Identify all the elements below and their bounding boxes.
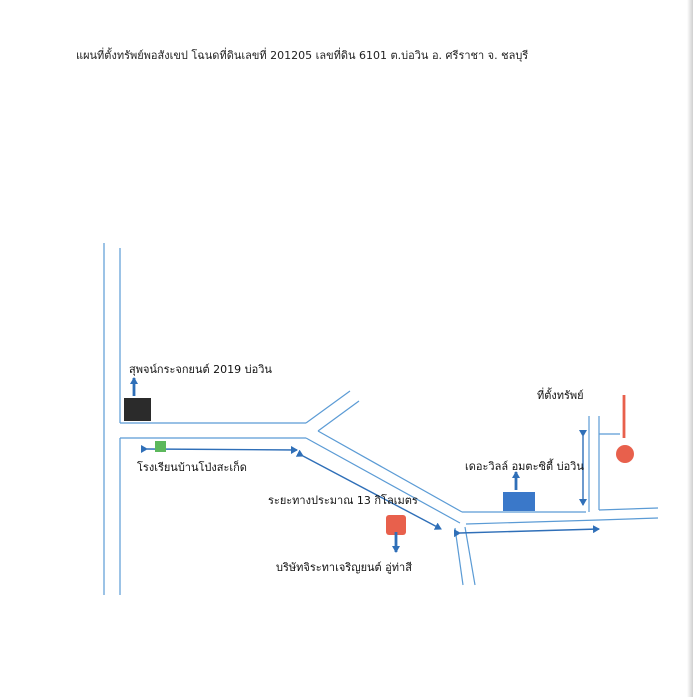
road-east-bottom-2 <box>598 517 659 521</box>
map-title: แผนที่ตั้งทรัพย์พอสังเขป โฉนดที่ดินเลขที… <box>76 49 529 62</box>
landmark-village-marker <box>503 492 535 511</box>
label-company: บริษัทจิระทาเจริญยนต์ อู่ท่าสี <box>276 561 412 574</box>
road-diagonal-1 <box>305 437 461 524</box>
direction-arrow-east <box>453 525 600 538</box>
label-distance: ระยะทางประมาณ 13 กิโลเมตร <box>268 494 418 507</box>
landmark-company-marker <box>386 515 406 535</box>
road-south-1 <box>454 527 464 586</box>
road-south-2 <box>464 526 476 586</box>
landmark-supphachan-marker <box>124 398 151 421</box>
direction-arrow-horizontal <box>140 444 298 454</box>
page-edge-shadow <box>687 0 693 697</box>
landmark-factory-marker <box>155 441 166 452</box>
road-east-bottom <box>465 519 600 525</box>
label-supphachan: สุพจน์กระจกยนต์ 2019 บ่อวิน <box>129 363 272 376</box>
direction-arrow-diagonal <box>295 449 442 530</box>
label-factory: โรงเรียนบ้านโป่งสะเก็ด <box>137 461 247 474</box>
label-property: ที่ตั้งทรัพย์ <box>537 389 584 402</box>
property-pin <box>616 445 634 463</box>
road-branch-upper-2 <box>317 400 360 432</box>
label-village: เดอะวิลล์ อมตะซิตี้ บ่อวิน <box>465 460 584 473</box>
road-branch-upper-1 <box>305 390 351 424</box>
road-east-top-2 <box>598 507 659 511</box>
